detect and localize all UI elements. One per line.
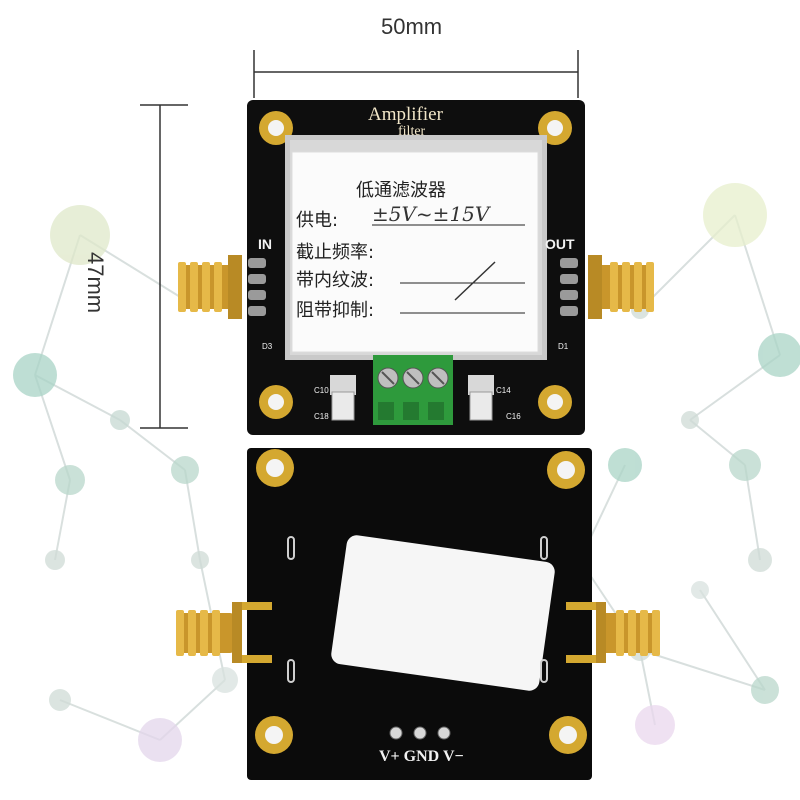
component-c16: C16: [506, 412, 521, 421]
power-pins: [389, 726, 451, 740]
sma-connector-in: [178, 255, 242, 319]
component-d3: D3: [262, 342, 273, 351]
pcb-bottom: [176, 448, 660, 780]
sticker-title: 低通滤波器: [356, 180, 446, 201]
sticker-field-ripple: 带内纹波:: [296, 270, 375, 291]
capacitor-left: [330, 375, 356, 421]
sma-connector-bottom-left: [176, 602, 272, 663]
power-terminal-block: [373, 355, 453, 425]
mounting-hole: [549, 716, 587, 754]
mounting-hole: [259, 111, 293, 145]
out-label: OUT: [545, 236, 575, 252]
mounting-hole: [538, 385, 572, 419]
pcb-top: [178, 100, 654, 435]
height-label: 47mm: [83, 252, 108, 314]
height-dimension: [140, 104, 188, 429]
sticker-field-supply: 供电:: [296, 210, 339, 231]
handwritten-slash: [454, 261, 496, 301]
label-sticker: [291, 151, 539, 353]
power-label: V+ GND V−: [379, 748, 464, 765]
sticker-handwritten-supply: ±5V~±15V: [372, 202, 490, 226]
silk-title: Amplifier: [368, 104, 443, 125]
component-c18: C18: [314, 412, 329, 421]
sma-connector-out: [588, 255, 654, 319]
width-label: 50mm: [381, 14, 443, 39]
mounting-hole: [255, 716, 293, 754]
sma-connector-bottom-right: [566, 602, 660, 663]
width-dimension: [253, 50, 579, 98]
sticker-field-cutoff: 截止频率:: [296, 242, 375, 263]
component-c10: C10: [314, 386, 329, 395]
component-c14: C14: [496, 386, 511, 395]
capacitor-right: [468, 375, 494, 421]
component-d1: D1: [558, 342, 569, 351]
sticker-field-rejection: 阻带抑制:: [296, 300, 375, 321]
mounting-hole: [547, 451, 585, 489]
in-label: IN: [258, 236, 272, 252]
mounting-hole: [259, 385, 293, 419]
silk-title-line2: filter: [398, 124, 426, 136]
blank-label: [331, 535, 555, 691]
mounting-hole: [256, 449, 294, 487]
